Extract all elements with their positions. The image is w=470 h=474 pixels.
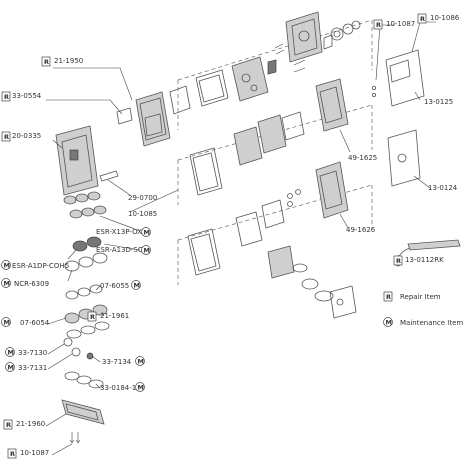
label-33-7130: 33-7130 [18,349,47,357]
label-07-6055: 07-6055 [100,282,129,290]
label-13-0125: 13-0125 [424,98,453,106]
pcb-49-1625 [315,78,349,132]
maintenance-legend-label: Maintenance Item [400,319,463,327]
maintenance-legend-circle [383,317,393,327]
repair-legend-label: Repair Item [400,293,441,301]
svg-text:M: M [138,358,144,366]
svg-text:R: R [420,15,425,23]
top-housing-assembly [195,11,361,107]
label-49-1625: 49-1625 [348,154,377,162]
pcb-49-1626 [315,161,349,219]
svg-text:M: M [4,280,10,288]
middle-board-assembly [189,78,349,196]
label-10-1086: 10-1086 [430,14,460,22]
sensor-pair-mid [64,236,108,272]
svg-text:M: M [138,384,144,392]
front-housing-upper [116,85,191,147]
svg-text:M: M [134,282,140,290]
label-10-1087-bottom: 10-1087 [20,449,49,457]
svg-text:M: M [144,229,150,237]
battery-stack [267,245,357,319]
small-orings [63,337,94,360]
label-29-0700: 29-0700 [128,194,157,202]
label-33-0554: 33-0554 [12,92,42,100]
label-20-0335: 20-0335 [12,132,41,140]
assembly-guide-lines [177,19,373,285]
label-13-0112RK: 13-0112RK [405,256,444,264]
label-13-0124: 13-0124 [428,184,458,192]
label-33-7134: 33-7134 [102,358,132,366]
label-33-7131: 33-7131 [18,364,47,372]
gasket-middle [189,147,223,196]
svg-text:M: M [4,262,10,270]
repair-legend-box [383,291,393,302]
back-housing [285,11,323,63]
gasket-lower [187,228,221,276]
lower-board-assembly [187,161,349,276]
sensor-block-top [63,191,107,219]
legend: R Repair Item M Maintenance Item [383,291,463,327]
label-ncr-6309: NCR-6309 [14,280,49,288]
screws-10-1087-bottom [69,432,81,444]
sensor-filters [64,284,110,339]
label-10-1087-top: 10-1087 [386,20,415,28]
part-labels: R 10-1086 R 10-1087 R 21-1950 R 33-0554 … [1,13,460,459]
label-07-6054: 07-6054 [20,319,50,327]
label-21-1950: 21-1950 [54,57,83,65]
svg-text:R: R [396,257,401,265]
label-esr-a1dp-coh5: ESR-A1DP-COH5 [12,262,69,270]
label-49-1626: 49-1626 [346,226,376,234]
label-21-1960: 21-1960 [16,420,45,428]
label-10-1085: 10-1085 [128,210,157,218]
svg-text:R: R [4,133,9,141]
svg-text:R: R [4,93,9,101]
svg-text:M: M [144,247,150,255]
label-esr-a13d-so2: ESR-A13D-SO2 [96,246,148,254]
maintenance-legend-symbol: M [386,319,392,327]
svg-text:R: R [44,58,49,66]
svg-text:M: M [4,319,10,327]
repair-legend-symbol: R [386,293,391,301]
svg-text:R: R [90,313,95,321]
front-frame [55,125,119,196]
svg-text:M: M [8,364,14,372]
filter-strip-33-0184-10 [64,371,104,389]
svg-text:R: R [10,450,15,458]
svg-text:R: R [6,421,11,429]
sensor-cover-21-1960 [61,399,105,425]
leader-lines [45,21,436,456]
label-33-0184-10: 33-0184-10 [100,384,141,392]
side-plates [371,49,425,187]
sensor-parts [61,191,110,444]
label-esr-x13p-oxy: ESR-X13P-OXY [96,228,147,236]
label-21-1961: 21-1961 [100,312,129,320]
svg-text:M: M [8,349,14,357]
svg-text:R: R [376,21,381,29]
